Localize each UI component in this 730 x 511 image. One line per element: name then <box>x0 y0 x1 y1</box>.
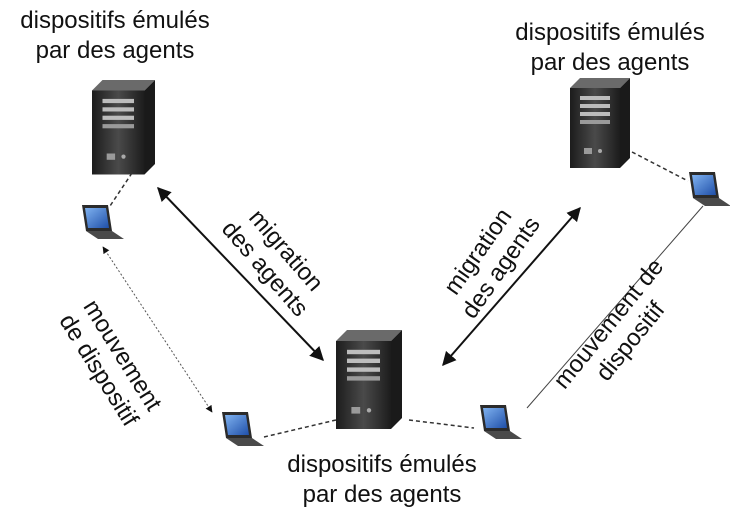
link-bottom-left-laptop <box>263 419 337 438</box>
laptop-icon <box>222 412 264 446</box>
node-label-line: par des agents <box>302 481 462 508</box>
laptop-icon <box>480 405 522 439</box>
node-label-top-left: dispositifs émulés par des agents <box>0 6 230 66</box>
server-icon <box>336 330 402 429</box>
migration-arrow-left <box>157 186 324 362</box>
node-label-line: dispositifs émulés <box>515 19 705 46</box>
node-label-line: par des agents <box>530 49 690 76</box>
link-topright-laptop <box>631 151 689 182</box>
link-bottom-right-laptop <box>408 419 475 429</box>
move-arrow-left <box>102 246 213 413</box>
migration-arrow-right <box>442 206 581 367</box>
node-label-line: dispositifs émulés <box>20 7 210 34</box>
server-icon <box>570 78 630 168</box>
node-label-line: dispositifs émulés <box>287 451 477 478</box>
link-topleft-laptop <box>109 172 133 207</box>
laptop-icon <box>82 205 124 239</box>
node-label-bottom: dispositifs émulés par des agents <box>262 450 502 510</box>
node-label-top-right: dispositifs émulés par des agents <box>495 18 725 78</box>
move-line-right <box>526 205 704 409</box>
server-icon <box>92 80 155 175</box>
laptop-icon <box>689 172 730 206</box>
node-label-line: par des agents <box>35 37 195 64</box>
